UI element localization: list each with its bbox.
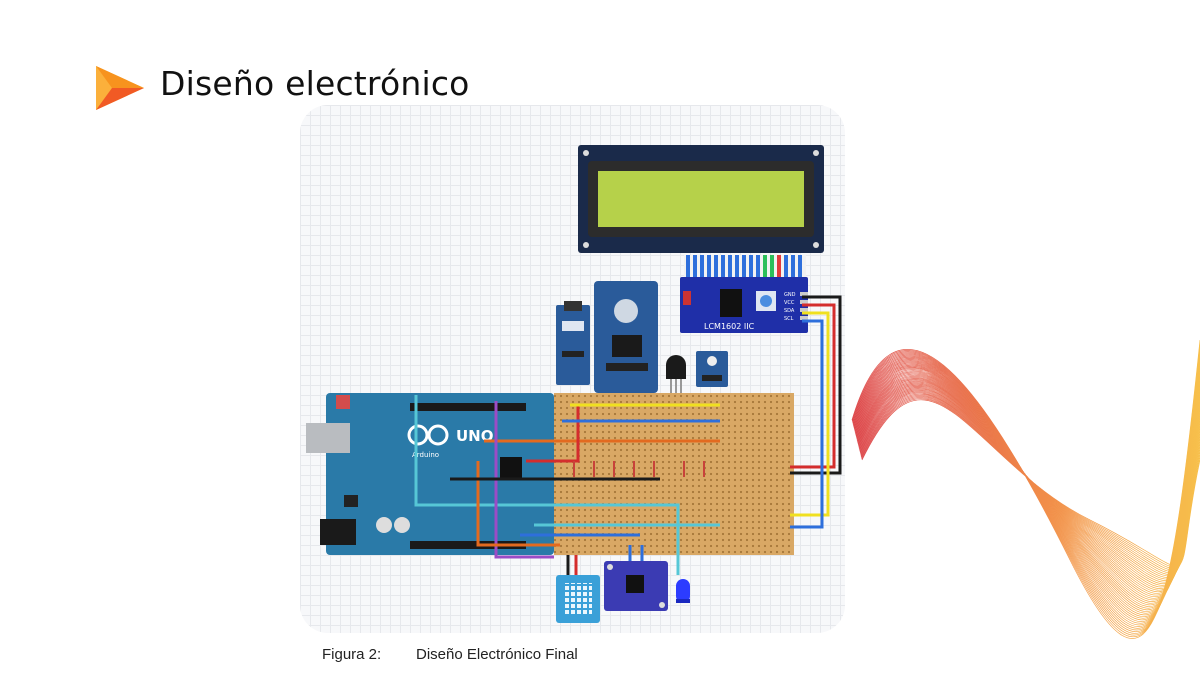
wave-line (858, 382, 1200, 589)
blue-led (676, 579, 690, 603)
lcd-pin-sda: SDA (784, 308, 795, 314)
caption-number: Figura 2: (322, 646, 382, 663)
brand-logo-icon (96, 66, 144, 110)
resistors (573, 461, 705, 477)
wave-line (857, 378, 1200, 596)
dht-sensor (556, 575, 600, 623)
lcd-display (578, 145, 824, 253)
wave-line (861, 399, 1200, 567)
wave-line (857, 380, 1200, 592)
lcd-header-pins (684, 255, 806, 281)
arduino-uno-board: UNO Arduino (306, 393, 554, 555)
sensor-module-left (556, 301, 590, 385)
arduino-sub-label: Arduino (412, 451, 439, 459)
wave-line (858, 384, 1200, 586)
wave-line (856, 372, 1200, 604)
rtc-module (594, 281, 658, 393)
perfboard (554, 393, 794, 555)
lcd-pin-gnd: GND (784, 292, 796, 298)
wave-line (855, 366, 1200, 612)
circuit-drawing: LCM1602 IIC GND VCC SDA SCL (306, 145, 842, 623)
wave-line (859, 386, 1200, 584)
wave-line (858, 383, 1200, 588)
circuit-diagram: LCM1602 IIC GND VCC SDA SCL (300, 105, 845, 633)
accelerometer-module (604, 561, 668, 611)
wiring (414, 295, 842, 575)
decorative-wave-graphic (851, 339, 1200, 639)
wave-line (855, 368, 1200, 611)
lcd-pin-vcc: VCC (784, 300, 795, 306)
wave-line (854, 362, 1200, 619)
wave-line (856, 374, 1200, 601)
wave-line (852, 347, 1200, 634)
wave-line (853, 355, 1200, 629)
light-sensor-module (696, 351, 728, 387)
wave-line (855, 370, 1200, 607)
wave-line (853, 359, 1200, 624)
wave-line (857, 375, 1200, 599)
wave-line (854, 364, 1200, 616)
wave-line (851, 339, 1200, 639)
transistor (666, 355, 686, 393)
figure-caption: Figura 2: Diseño Electrónico Final (322, 646, 578, 663)
lcd-module-label: LCM1602 IIC (704, 322, 755, 331)
lcd-pin-scl: SCL (784, 316, 794, 322)
caption-text: Diseño Electrónico Final (416, 646, 578, 663)
slide-title: Diseño electrónico (160, 64, 470, 103)
i2c-module: LCM1602 IIC GND VCC SDA SCL (680, 277, 808, 333)
